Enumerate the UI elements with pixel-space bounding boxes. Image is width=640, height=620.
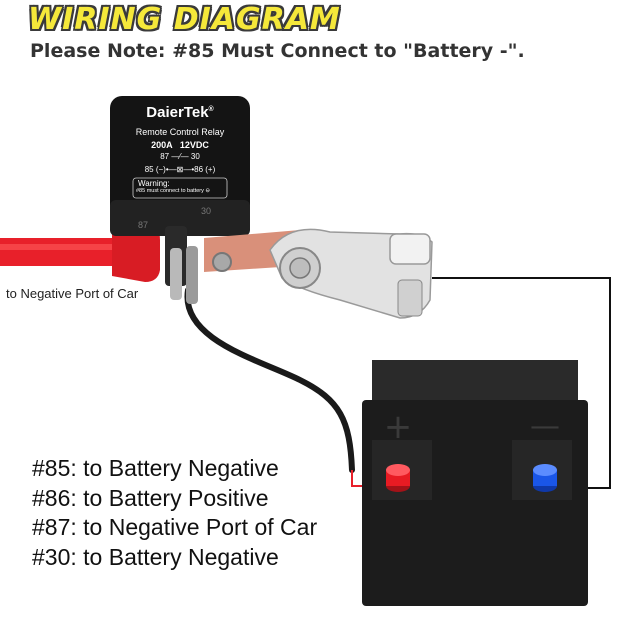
legend-item-85: #85: to Battery Negative xyxy=(32,455,279,481)
diagram-title: WIRING DIAGRAM xyxy=(28,2,341,37)
black-ground-wire xyxy=(184,287,355,473)
legend-item-30: #30: to Battery Negative xyxy=(32,543,279,570)
relay-brand: DaierTek® xyxy=(146,104,214,121)
negative-port-label: to Negative Port of Car xyxy=(6,286,139,301)
relay-pins-85-86: 85 (−)•—⊠—•86 (+) xyxy=(144,165,216,174)
pin-legend: #85: to Battery Negative #86: to Battery… xyxy=(32,454,317,572)
relay-model: Remote Control Relay xyxy=(135,127,225,137)
red-power-cable xyxy=(0,238,120,266)
pin-label-87: 87 xyxy=(138,220,148,230)
terminal-85 xyxy=(170,248,182,300)
relay-warning-text: #85 must connect to battery ⊖ xyxy=(136,188,211,194)
warning-box xyxy=(132,177,228,199)
connection-note: Please Note: #85 Must Connect to "Batter… xyxy=(30,40,525,62)
battery-lid xyxy=(372,360,578,400)
relay-rating: 200A 12VDC xyxy=(151,140,209,150)
plus-symbol: + xyxy=(384,407,413,447)
legend-item-87: #87: to Negative Port of Car xyxy=(32,514,318,540)
minus-symbol: — xyxy=(530,409,560,444)
terminal-86 xyxy=(186,246,198,304)
relay-warning-title: Warning: xyxy=(138,179,170,188)
legend-item-86: #86: to Battery Positive xyxy=(32,484,269,511)
red-cable-boot xyxy=(112,226,160,282)
pin-label-30: 30 xyxy=(201,206,211,216)
relay-pins-87-30: 87 —⁄— 30 xyxy=(160,152,200,161)
